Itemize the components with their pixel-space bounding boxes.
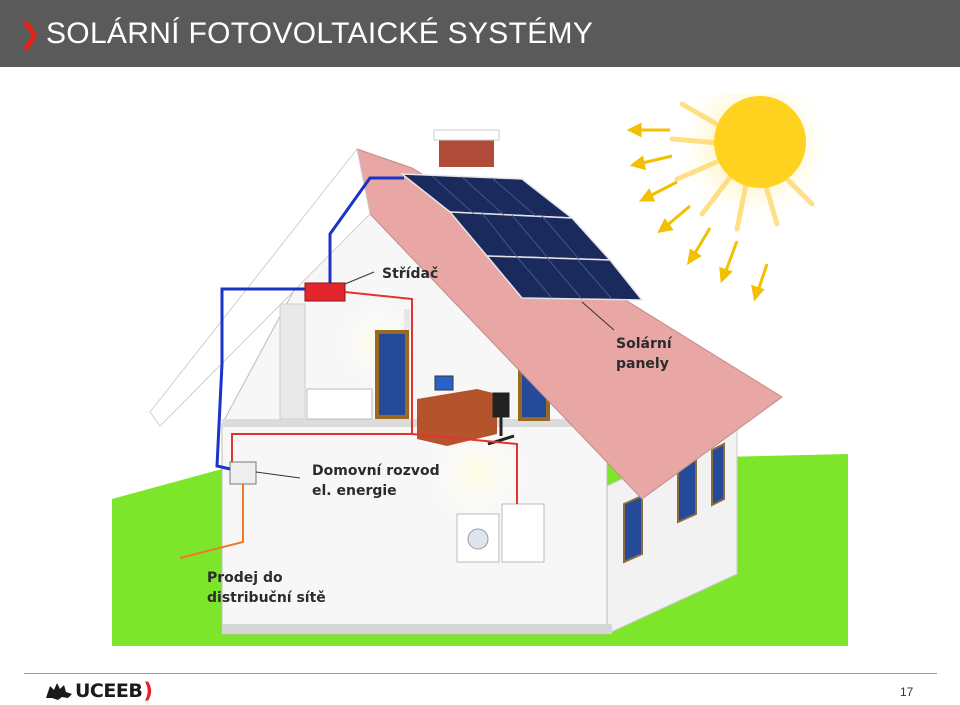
slide-title: SOLÁRNÍ FOTOVOLTAICKÉ SYSTÉMY: [46, 17, 594, 50]
chevron-icon: ❯: [18, 17, 42, 50]
leader-inverter: [344, 271, 375, 285]
label-distribution-1: Domovní rozvod: [312, 463, 440, 479]
label-solar-panels-1: Solární: [616, 336, 673, 352]
office-chair: [487, 392, 515, 446]
desk: [417, 389, 497, 446]
sun-icon: [669, 94, 834, 232]
label-distribution-2: el. energie: [312, 483, 397, 499]
ground-floor: [222, 624, 612, 634]
lion-logo-icon: [46, 683, 72, 700]
label-solar-panels-2: panely: [616, 356, 669, 372]
logo-text: UCEEB: [75, 680, 143, 702]
distribution-box-icon: [229, 461, 257, 485]
leader-distribution: [255, 471, 301, 479]
header-bar: ❯ SOLÁRNÍ FOTOVOLTAICKÉ SYSTÉMY: [0, 0, 960, 67]
ac-cable-2: [411, 433, 518, 504]
solar-house-illustration: Střídač Solární panely Domovní rozvod el…: [112, 94, 848, 646]
leader-panels: [581, 301, 615, 331]
uceeb-logo: UCEEB ): [44, 679, 153, 703]
label-grid-1: Prodej do: [207, 570, 283, 586]
bathtub: [306, 388, 373, 420]
laptop: [434, 375, 454, 391]
label-grid-2: distribuční sítě: [207, 590, 326, 606]
logo-accent: ): [143, 679, 153, 703]
chimney: [439, 137, 494, 167]
label-inverter: Střídač: [382, 266, 438, 282]
side-windows: [623, 442, 725, 564]
dryer: [501, 503, 545, 563]
sunray-arrows: [626, 122, 769, 302]
shower-wall: [279, 303, 306, 420]
grid-cable: [179, 484, 244, 559]
door-upper: [375, 330, 409, 419]
page-number: 17: [900, 685, 914, 699]
footer-divider: [24, 673, 937, 674]
inverter-icon: [304, 282, 346, 302]
